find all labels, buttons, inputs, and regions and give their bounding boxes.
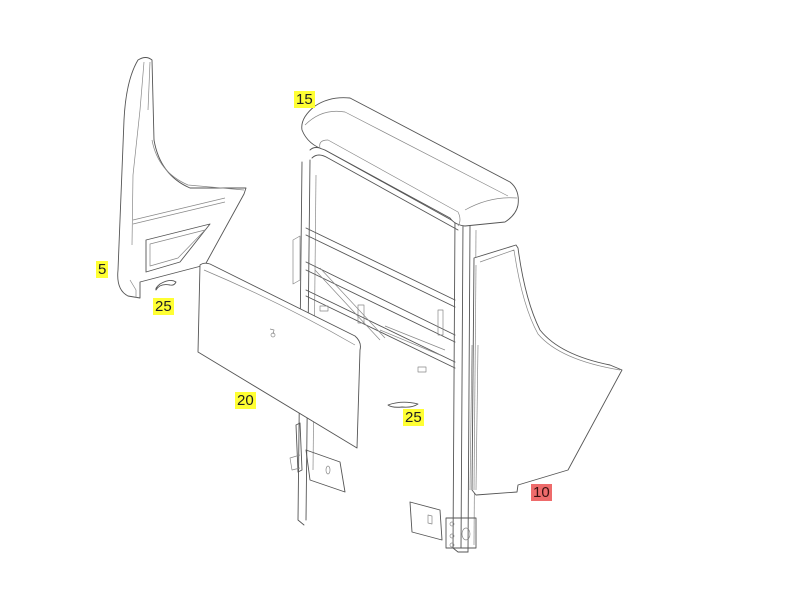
part-25-clip-left (155, 279, 177, 291)
callout-15[interactable]: 15 (294, 91, 315, 108)
callout-5[interactable]: 5 (96, 261, 109, 278)
part-5-left-side-panel (117, 57, 247, 299)
callout-25-center[interactable]: 25 (403, 409, 424, 426)
part-20-front-panel (197, 262, 361, 449)
center-frame (289, 147, 477, 553)
part-25-clip-center (387, 401, 419, 408)
callout-10-highlighted[interactable]: 10 (531, 484, 552, 501)
callout-20[interactable]: 20 (235, 392, 256, 409)
part-15-roof-cap (301, 97, 519, 227)
callout-25-left[interactable]: 25 (153, 298, 174, 315)
part-10-right-side-panel (469, 244, 623, 496)
